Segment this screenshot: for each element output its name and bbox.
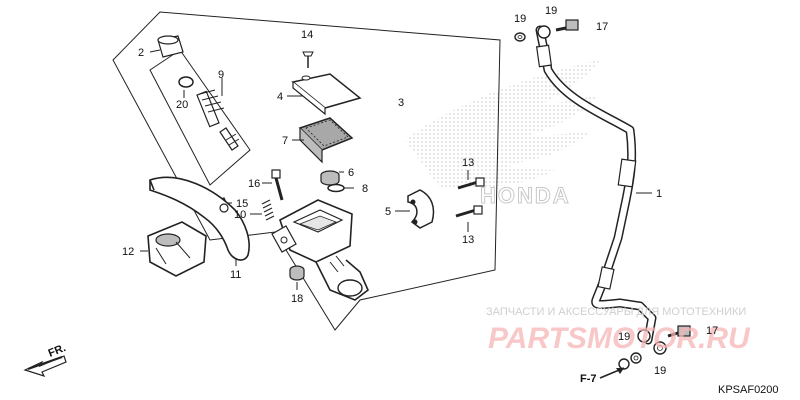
- callout-16: 16: [248, 178, 260, 190]
- callout-11: 11: [230, 269, 241, 281]
- o-ring-part: [327, 183, 345, 193]
- callout-5: 5: [385, 206, 391, 218]
- holder-part: [407, 189, 435, 229]
- piston-set-outline: [149, 49, 251, 186]
- switch-housing-part: [147, 221, 207, 277]
- seal-part: [320, 170, 340, 186]
- callout-1: 1: [656, 188, 662, 200]
- callout-17-top: 17: [596, 21, 608, 33]
- brake-lever-part: [149, 176, 250, 261]
- washer-part: [514, 32, 667, 370]
- callout-15: 15: [236, 198, 248, 210]
- callout-13-upper: 13: [462, 157, 474, 169]
- diagram-code: KPSAF0200: [718, 384, 779, 396]
- oil-bolt-part: [555, 19, 691, 338]
- callout-13-lower: 13: [462, 234, 474, 246]
- callout-14: 14: [301, 29, 313, 41]
- watermark-caption: ЗАПЧАСТИ И АКСЕССУАРЫ ДЛЯ МОТОТЕХНИКИ: [486, 306, 746, 318]
- circlip-part: [178, 76, 194, 88]
- brake-hose-part: [535, 25, 657, 345]
- callout-20: 20: [176, 99, 188, 111]
- callout-10: 10: [234, 209, 246, 221]
- reference-f7: F-7: [580, 373, 597, 385]
- bolt-lower-part: [455, 205, 483, 218]
- callout-19-bottom-right: 19: [654, 365, 666, 377]
- pivot-bolt-part: [271, 169, 284, 201]
- cap-part: [289, 265, 305, 281]
- piston-set-part: [196, 89, 240, 151]
- honda-brand-watermark: HONDA: [480, 183, 571, 208]
- callout-19-top-left: 19: [514, 13, 526, 25]
- diaphragm-part: [298, 117, 354, 164]
- spring-part: [261, 199, 275, 221]
- callout-3: 3: [398, 97, 404, 109]
- callout-19-top-right: 19: [545, 5, 557, 17]
- callout-9: 9: [218, 69, 224, 81]
- front-direction-arrow: [23, 355, 67, 377]
- reservoir-cap-part: [291, 73, 362, 116]
- callout-4: 4: [277, 91, 283, 103]
- watermark-logo: PARTSMOTOR.RU: [488, 322, 751, 355]
- callout-18: 18: [291, 293, 303, 305]
- screw-part: [302, 51, 314, 68]
- callout-17-bottom: 17: [706, 325, 718, 337]
- bolt-upper-part: [457, 177, 485, 190]
- callout-19-bottom-left: 19: [618, 331, 630, 343]
- callout-7: 7: [282, 135, 288, 147]
- master-cylinder-part: [271, 199, 369, 301]
- callout-6: 6: [348, 167, 354, 179]
- boot-part: [157, 35, 184, 58]
- callout-8: 8: [362, 183, 368, 195]
- honda-wing-watermark: [405, 60, 600, 189]
- callout-2: 2: [138, 47, 144, 59]
- callout-12: 12: [122, 246, 134, 258]
